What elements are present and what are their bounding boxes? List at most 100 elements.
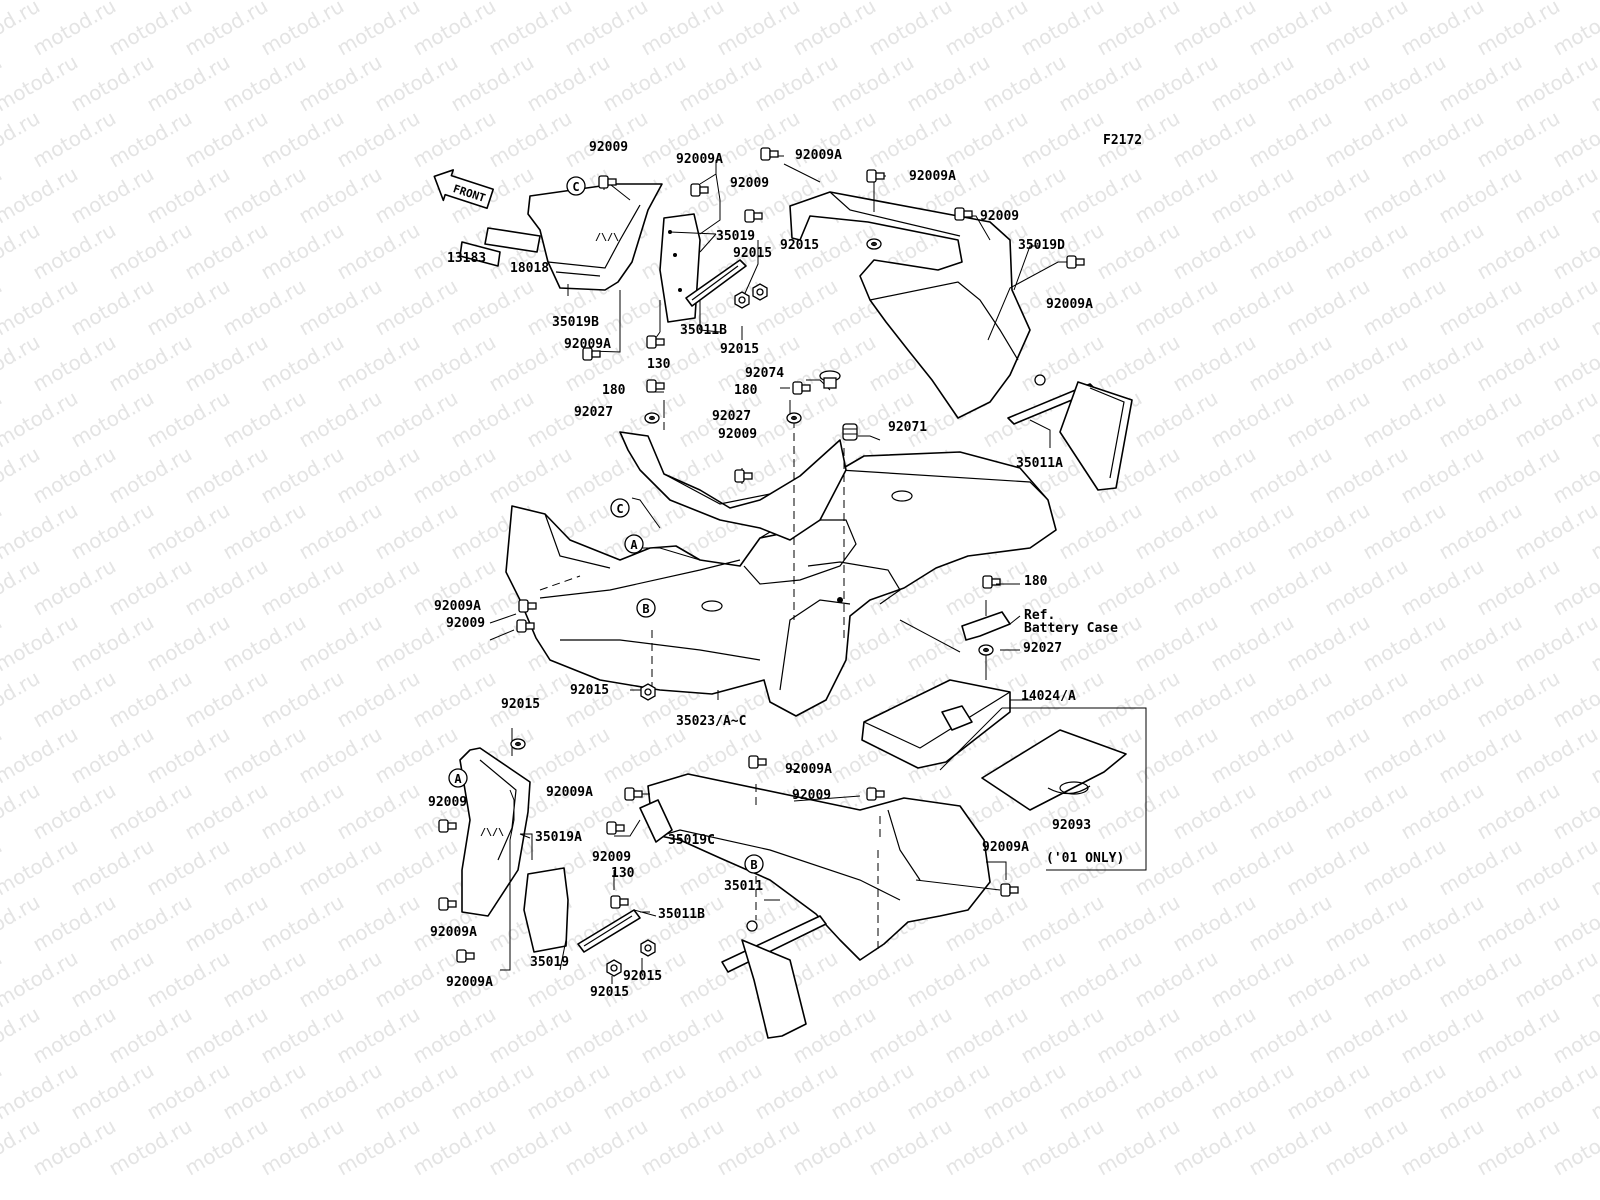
watermark-text: motod.ru xyxy=(1207,834,1298,901)
watermark-text: motod.ru xyxy=(295,274,386,341)
label-ticks xyxy=(489,583,1021,917)
watermark-text: motod.ru xyxy=(257,778,348,845)
watermark-text: motod.ru xyxy=(1321,666,1412,733)
watermark-text: motod.ru xyxy=(219,722,310,789)
watermark-text: motod.ru xyxy=(485,0,576,60)
watermark-text: motod.ru xyxy=(105,666,196,733)
watermark-text: motod.ru xyxy=(371,386,462,453)
callout-c-top: C xyxy=(566,176,586,196)
watermark-text: motod.ru xyxy=(1169,778,1260,845)
watermark-text: motod.ru xyxy=(447,50,538,117)
watermark-text: motod.ru xyxy=(1511,498,1600,565)
watermark-text: motod.ru xyxy=(1093,1114,1184,1181)
watermark-text: motod.ru xyxy=(1283,1058,1374,1125)
part-label: 92009A xyxy=(982,840,1029,855)
watermark-text: motod.ru xyxy=(1397,106,1488,173)
watermark-text: motod.ru xyxy=(1245,778,1336,845)
part-label: 92009 xyxy=(592,850,631,865)
watermark-text: motod.ru xyxy=(295,498,386,565)
watermark-text: motod.ru xyxy=(941,0,1032,60)
watermark-text: motod.ru xyxy=(903,1058,994,1125)
watermark-text: motod.ru xyxy=(371,1058,462,1125)
watermark-text: motod.ru xyxy=(409,0,500,60)
watermark-text: motod.ru xyxy=(181,106,272,173)
ref-label-line1: Ref. xyxy=(1024,608,1055,623)
watermark-text: motod.ru xyxy=(1283,386,1374,453)
watermark-text: motod.ru xyxy=(219,50,310,117)
watermark-text: motod.ru xyxy=(1359,1058,1450,1125)
watermark-text: motod.ru xyxy=(67,162,158,229)
watermark-text: motod.ru xyxy=(1359,946,1450,1013)
watermark-text: motod.ru xyxy=(0,0,82,4)
watermark-text: motod.ru xyxy=(1131,610,1222,677)
watermark-text: motod.ru xyxy=(67,274,158,341)
bolt-icon xyxy=(982,575,1001,589)
watermark-text: motod.ru xyxy=(1397,442,1488,509)
watermark-text: motod.ru xyxy=(903,50,994,117)
watermark-text: motod.ru xyxy=(1397,218,1488,285)
watermark-text: motod.ru xyxy=(1397,0,1488,60)
svg-text:C: C xyxy=(616,502,623,516)
watermark-text: motod.ru xyxy=(1093,778,1184,845)
watermark-text: motod.ru xyxy=(1207,274,1298,341)
watermark-text: motod.ru xyxy=(105,106,196,173)
watermark-text: motod.ru xyxy=(295,610,386,677)
watermark-text: motod.ru xyxy=(1207,386,1298,453)
watermark-text: motod.ru xyxy=(1245,218,1336,285)
part-label: 35023/A~C xyxy=(676,714,746,729)
watermark-text: motod.ru xyxy=(1435,610,1526,677)
part-label: 92015 xyxy=(570,683,609,698)
part-label: 92074 xyxy=(745,366,784,381)
watermark-text: motod.ru xyxy=(1169,1002,1260,1069)
watermark-text: motod.ru xyxy=(257,890,348,957)
watermark-text: motod.ru xyxy=(409,1114,500,1181)
watermark-text: motod.ru xyxy=(1435,946,1526,1013)
watermark-text: motod.ru xyxy=(1055,834,1146,901)
watermark-text: motod.ru xyxy=(561,106,652,173)
washer-icon xyxy=(644,412,660,424)
watermark-text: motod.ru xyxy=(865,0,956,60)
part-label: 92009 xyxy=(980,209,1019,224)
bolt-icon xyxy=(582,347,601,361)
watermark-text: motod.ru xyxy=(295,834,386,901)
watermark-text: motod.ru xyxy=(675,50,766,117)
watermark-text: motod.ru xyxy=(143,946,234,1013)
callout-b-bottom: B xyxy=(744,854,764,874)
watermark-text: motod.ru xyxy=(29,778,120,845)
watermark-text: motod.ru xyxy=(257,0,348,60)
rear-fender-35019D xyxy=(789,191,1031,419)
watermark-text: motod.ru xyxy=(333,330,424,397)
part-label: 92009A xyxy=(430,925,477,940)
watermark-text: motod.ru xyxy=(1169,442,1260,509)
part-label: 92015 xyxy=(590,985,629,1000)
watermark-text: motod.ru xyxy=(1017,1002,1108,1069)
part-label: 35011 xyxy=(724,879,763,894)
part-label: 92071 xyxy=(888,420,927,435)
watermark-text: motod.ru xyxy=(1473,442,1564,509)
ref-label-line2: Battery Case xyxy=(1024,621,1118,636)
watermark-text: motod.ru xyxy=(29,1114,120,1181)
watermark-text: motod.ru xyxy=(1435,162,1526,229)
watermark-text: motod.ru xyxy=(1169,1114,1260,1181)
watermark-text: motod.ru xyxy=(105,1114,196,1181)
tread-mark-icon: /\/\ xyxy=(480,827,504,838)
watermark-text: motod.ru xyxy=(181,778,272,845)
nut-icon xyxy=(640,939,656,957)
part-label: 92015 xyxy=(623,969,662,984)
watermark-text: motod.ru xyxy=(1207,498,1298,565)
watermark-text: motod.ru xyxy=(143,498,234,565)
callouts: C C A B A B xyxy=(448,176,764,874)
watermark-text: motod.ru xyxy=(1397,666,1488,733)
watermark-text: motod.ru xyxy=(219,386,310,453)
watermark-text: motod.ru xyxy=(181,0,272,60)
bolt-icon xyxy=(646,379,665,393)
figure-code: F2172 xyxy=(1103,133,1142,148)
watermark-text: motod.ru xyxy=(333,1002,424,1069)
strip-35011B-bottom xyxy=(577,909,641,953)
callout-a-mid: A xyxy=(624,534,644,554)
watermark-text: motod.ru xyxy=(219,162,310,229)
watermark-text: motod.ru xyxy=(1017,106,1108,173)
watermark-text: motod.ru xyxy=(1321,218,1412,285)
watermark-text: motod.ru xyxy=(1245,1002,1336,1069)
watermark-text: motod.ru xyxy=(371,498,462,565)
